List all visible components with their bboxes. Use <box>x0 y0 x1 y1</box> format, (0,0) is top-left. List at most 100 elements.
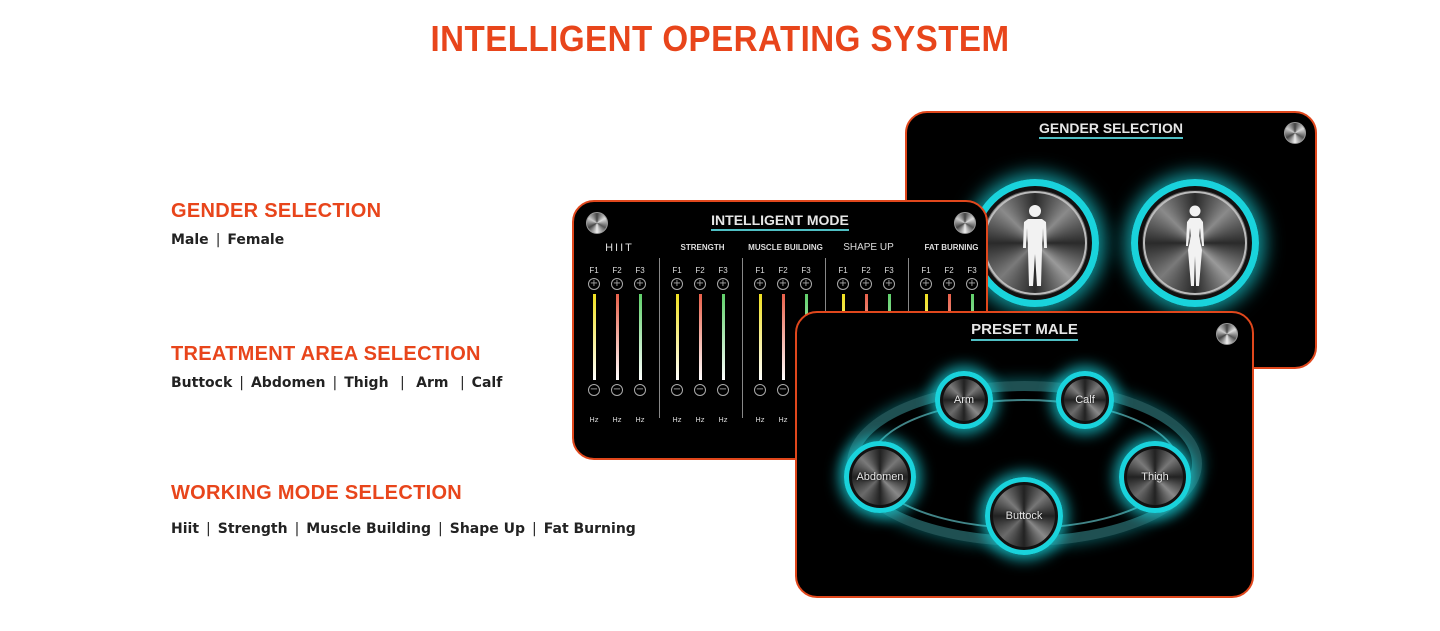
increase-button[interactable]: + <box>717 278 729 290</box>
frequency-slider[interactable] <box>592 294 596 380</box>
option-female: Female <box>227 232 285 248</box>
increase-button[interactable]: + <box>754 278 766 290</box>
frequency-channel: F2+−Hz <box>607 266 627 424</box>
channel-label: F1 <box>672 266 682 275</box>
channel-label: F1 <box>921 266 931 275</box>
feature-heading: WORKING MODE SELECTION <box>171 482 463 504</box>
group-divider <box>742 258 743 418</box>
option-strength: Strength <box>217 521 288 537</box>
increase-button[interactable]: + <box>943 278 955 290</box>
frequency-slider[interactable] <box>638 294 642 380</box>
panel-title: PRESET MALE <box>797 321 1252 341</box>
decrease-button[interactable]: − <box>634 384 646 396</box>
channel-label: F2 <box>861 266 871 275</box>
channel-label: F2 <box>778 266 788 275</box>
female-button[interactable] <box>1131 179 1259 307</box>
channel-label: F3 <box>884 266 894 275</box>
area-abdomen-button[interactable]: Abdomen <box>844 441 916 513</box>
decrease-button[interactable]: − <box>671 384 683 396</box>
frequency-slider[interactable] <box>615 294 619 380</box>
male-button[interactable] <box>971 179 1099 307</box>
area-calf-button[interactable]: Calf <box>1056 371 1114 429</box>
channel-label: F3 <box>635 266 645 275</box>
feature-heading: TREATMENT AREA SELECTION <box>171 343 481 365</box>
option-shape-up: Shape Up <box>449 521 526 537</box>
channel-label: F2 <box>695 266 705 275</box>
page-title: INTELLIGENT OPERATING SYSTEM <box>430 18 1010 59</box>
option-abdomen: Abdomen <box>250 375 326 391</box>
decrease-button[interactable]: − <box>777 384 789 396</box>
frequency-slider[interactable] <box>758 294 762 380</box>
option-fat-burning: Fat Burning <box>543 521 636 537</box>
frequency-channel: F3 + − Hz <box>630 266 650 424</box>
mode-group-name: HIIT <box>605 242 634 254</box>
fan-icon[interactable] <box>1216 323 1238 345</box>
increase-button[interactable]: + <box>800 278 812 290</box>
increase-button[interactable]: + <box>671 278 683 290</box>
female-figure-icon <box>1186 205 1204 286</box>
area-arm-button[interactable]: Arm <box>935 371 993 429</box>
option-muscle-building: Muscle Building <box>306 521 432 537</box>
decrease-button[interactable]: − <box>694 384 706 396</box>
frequency-slider[interactable] <box>698 294 702 380</box>
mode-group-name: FAT BURNING <box>924 243 979 252</box>
fan-icon[interactable] <box>1284 122 1306 144</box>
area-buttock-button[interactable]: Buttock <box>985 477 1063 555</box>
option-thigh: Thigh <box>344 375 389 391</box>
decrease-button[interactable]: − <box>717 384 729 396</box>
decrease-button[interactable]: − <box>754 384 766 396</box>
frequency-slider[interactable] <box>721 294 725 380</box>
frequency-slider[interactable] <box>675 294 679 380</box>
unit-label: Hz <box>672 416 682 424</box>
unit-label: Hz <box>718 416 728 424</box>
channel-label: F3 <box>801 266 811 275</box>
increase-button[interactable]: + <box>588 278 600 290</box>
decrease-button[interactable]: − <box>588 384 600 396</box>
feature-working-mode-selection: WORKING MODE SELECTION Hiit|Strength|Mus… <box>171 482 636 537</box>
increase-button[interactable]: + <box>611 278 623 290</box>
channel-label: F3 <box>967 266 977 275</box>
option-buttock: Buttock <box>171 375 233 391</box>
unit-label: Hz <box>755 416 765 424</box>
treatment-icon[interactable] <box>586 212 608 234</box>
frequency-channel: F2+−Hz <box>690 266 710 424</box>
mode-group-name: MUSCLE BUILDING <box>748 243 823 252</box>
feature-options: Male|Female <box>171 232 285 248</box>
unit-label: Hz <box>635 416 645 424</box>
unit-label: Hz <box>589 416 599 424</box>
panel-title: GENDER SELECTION <box>907 120 1315 139</box>
feature-gender-selection: GENDER SELECTION Male|Female <box>171 200 381 248</box>
increase-button[interactable]: + <box>777 278 789 290</box>
frequency-slider[interactable] <box>781 294 785 380</box>
increase-button[interactable]: + <box>694 278 706 290</box>
channel-label: F2 <box>944 266 954 275</box>
option-hiit: Hiit <box>171 521 200 537</box>
channel-label: F3 <box>718 266 728 275</box>
feature-heading: GENDER SELECTION <box>171 200 382 222</box>
area-thigh-button[interactable]: Thigh <box>1119 441 1191 513</box>
increase-button[interactable]: + <box>883 278 895 290</box>
increase-button[interactable]: + <box>966 278 978 290</box>
increase-button[interactable]: + <box>860 278 872 290</box>
unit-label: Hz <box>778 416 788 424</box>
decrease-button[interactable]: − <box>611 384 623 396</box>
channel-label: F1 <box>755 266 765 275</box>
channel-label: F1 <box>838 266 848 275</box>
increase-button[interactable]: + <box>634 278 646 290</box>
fan-icon[interactable] <box>954 212 976 234</box>
frequency-channel: F1+−Hz <box>584 266 604 424</box>
feature-options: Buttock|Abdomen|Thigh | Arm |Calf <box>171 375 503 391</box>
frequency-channel: F2 + − Hz <box>773 266 793 424</box>
option-calf: Calf <box>471 375 503 391</box>
channel-label: F2 <box>612 266 622 275</box>
mode-group-name: SHAPE UP <box>843 242 894 253</box>
increase-button[interactable]: + <box>920 278 932 290</box>
option-male: Male <box>171 232 209 248</box>
option-arm: Arm <box>416 375 449 391</box>
mode-group-name: STRENGTH <box>680 243 725 252</box>
increase-button[interactable]: + <box>837 278 849 290</box>
male-figure-icon <box>1023 205 1047 286</box>
frequency-channel: F1 + − Hz <box>750 266 770 424</box>
